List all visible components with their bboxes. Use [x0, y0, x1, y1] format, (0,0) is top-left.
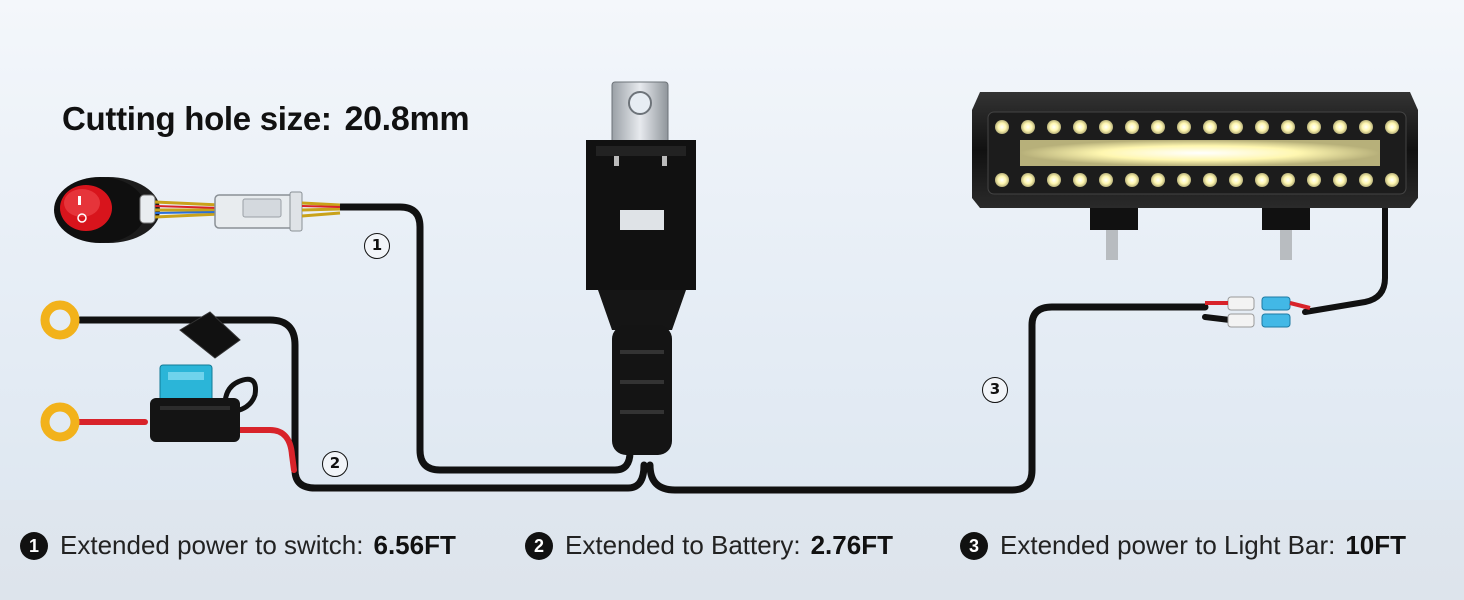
wire-marker-3: 3 — [982, 377, 1008, 403]
wire-to-battery — [76, 316, 648, 492]
cutting-hole-size: Cutting hole size: 20.8mm — [62, 100, 470, 139]
fuse-holder-icon — [150, 311, 241, 442]
cutting-hole-value: 20.8mm — [344, 100, 470, 138]
rocker-switch-icon — [54, 177, 221, 243]
legend-item-lightbar: 3 Extended power to Light Bar: 10FT — [960, 530, 1406, 561]
legend-number-3: 3 — [960, 531, 988, 560]
wire-to-lightbar — [646, 303, 1209, 494]
wire-marker-2: 2 — [322, 451, 348, 477]
wire-marker-1: 1 — [364, 233, 390, 259]
wire-fuse-out — [235, 427, 297, 473]
wire-lightbar-lead — [1302, 202, 1388, 315]
legend-value-1: 6.56FT — [373, 530, 456, 560]
connector-icon — [214, 191, 341, 232]
ring-terminal-icon — [40, 300, 80, 442]
led-light-bar-icon — [972, 92, 1418, 260]
legend-text-1: Extended power to switch: — [60, 530, 364, 560]
legend-value-3: 10FT — [1345, 530, 1407, 560]
legend-footer — [0, 500, 1464, 600]
legend-number-2: 2 — [525, 531, 553, 560]
wire-harness — [75, 202, 1388, 494]
wire-fuse-loop — [222, 376, 258, 415]
connector-icon — [1205, 296, 1311, 328]
legend-text-2: Extended to Battery: — [565, 530, 801, 560]
legend-value-2: 2.76FT — [810, 530, 893, 560]
relay-icon — [586, 81, 696, 455]
legend-text-3: Extended power to Light Bar: — [1000, 530, 1336, 560]
legend-item-battery: 2 Extended to Battery: 2.76FT — [525, 530, 893, 561]
legend-item-switch: 1 Extended power to switch: 6.56FT — [20, 530, 456, 561]
wire-to-switch — [336, 203, 634, 474]
legend-number-1: 1 — [20, 531, 48, 560]
cutting-hole-label: Cutting hole size: — [62, 100, 332, 137]
wiring-diagram — [40, 81, 1418, 494]
